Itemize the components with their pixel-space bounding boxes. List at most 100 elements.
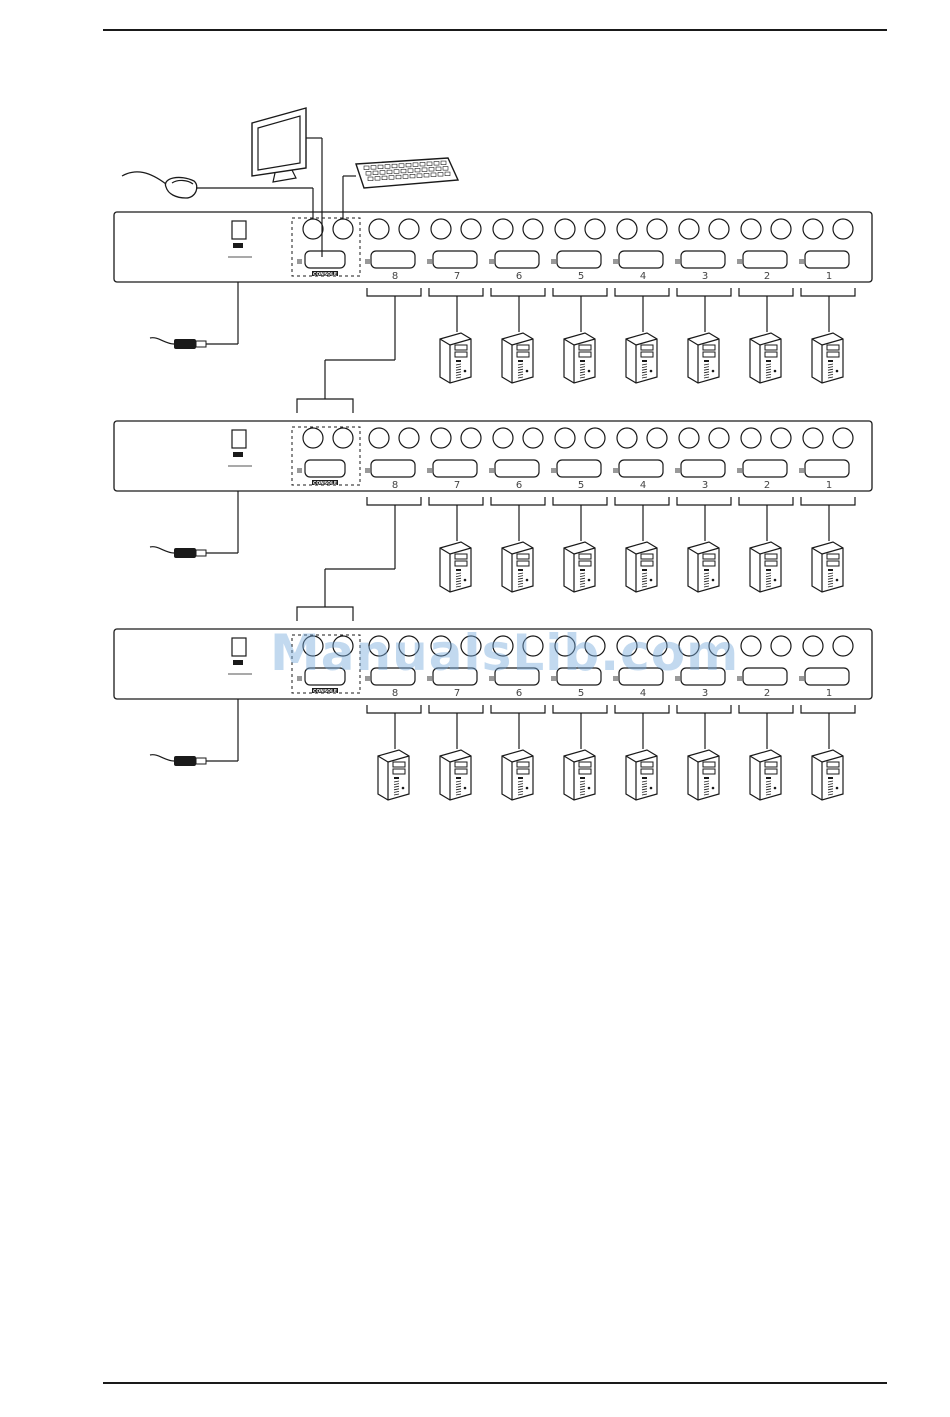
port-number: 5 bbox=[578, 271, 584, 282]
port-marker bbox=[551, 468, 556, 473]
computer-5-bottom bbox=[564, 750, 595, 800]
power-jack bbox=[232, 638, 246, 656]
port-cable-bracket bbox=[739, 288, 793, 296]
ps2-keyboard-port bbox=[771, 219, 791, 239]
ps2-mouse-port bbox=[369, 219, 389, 239]
port-cable-bracket bbox=[615, 705, 669, 713]
port-number: 2 bbox=[764, 480, 770, 491]
port-marker bbox=[427, 468, 432, 473]
ps2-keyboard-port bbox=[647, 219, 667, 239]
power-plug bbox=[174, 339, 196, 349]
power-led bbox=[712, 579, 715, 582]
monitor-icon bbox=[252, 108, 306, 182]
port-cable-bracket bbox=[553, 288, 607, 296]
vga-port bbox=[681, 251, 725, 268]
power-cord bbox=[150, 547, 174, 553]
port-cable-bracket bbox=[615, 288, 669, 296]
port-marker bbox=[737, 259, 742, 264]
computer-7-middle bbox=[440, 542, 471, 592]
computer-6-top bbox=[502, 333, 533, 383]
power-plug bbox=[174, 756, 196, 766]
port-number: 5 bbox=[578, 688, 584, 699]
power-led bbox=[402, 787, 405, 790]
power-plug-tip bbox=[196, 758, 206, 764]
power-led bbox=[712, 370, 715, 373]
console-vga-port bbox=[305, 460, 345, 477]
ps2-mouse-port bbox=[741, 428, 761, 448]
vga-port bbox=[495, 251, 539, 268]
vga-port bbox=[805, 460, 849, 477]
power-plug-tip bbox=[196, 341, 206, 347]
port-number: 1 bbox=[826, 480, 832, 491]
console-label: CONSOLE bbox=[313, 272, 337, 278]
port-marker bbox=[365, 468, 370, 473]
computer-5-top bbox=[564, 333, 595, 383]
ps2-keyboard-port bbox=[461, 219, 481, 239]
cascade-bracket bbox=[297, 399, 353, 413]
drive-slot bbox=[456, 569, 461, 571]
ps2-keyboard-port bbox=[523, 428, 543, 448]
computer-1-middle bbox=[812, 542, 843, 592]
port-number: 2 bbox=[764, 688, 770, 699]
drive-slot bbox=[456, 360, 461, 362]
computer-4-middle bbox=[626, 542, 657, 592]
ps2-keyboard-port bbox=[585, 219, 605, 239]
ps2-mouse-port bbox=[493, 219, 513, 239]
port-marker bbox=[675, 468, 680, 473]
computer-4-top bbox=[626, 333, 657, 383]
port-marker bbox=[427, 259, 432, 264]
ps2-mouse-port bbox=[555, 428, 575, 448]
computer-5-middle bbox=[564, 542, 595, 592]
drive-slot bbox=[766, 777, 771, 779]
port-cable-bracket bbox=[429, 497, 483, 505]
ps2-mouse-port bbox=[803, 428, 823, 448]
vga-port bbox=[619, 251, 663, 268]
power-led bbox=[588, 787, 591, 790]
port-cable-bracket bbox=[739, 497, 793, 505]
ps2-mouse-port bbox=[803, 219, 823, 239]
port-number: 4 bbox=[640, 688, 646, 699]
vga-port bbox=[743, 460, 787, 477]
port-cable-bracket bbox=[801, 288, 855, 296]
port-marker bbox=[551, 259, 556, 264]
port-cable-bracket bbox=[429, 705, 483, 713]
vga-port bbox=[805, 251, 849, 268]
usb-power-icon bbox=[233, 452, 243, 457]
computer-2-top bbox=[750, 333, 781, 383]
computer-2-bottom bbox=[750, 750, 781, 800]
port-cable-bracket bbox=[491, 497, 545, 505]
drive-slot bbox=[580, 777, 585, 779]
mouse-icon bbox=[122, 172, 197, 198]
mouse-cord bbox=[122, 172, 166, 184]
console-mouse-port bbox=[303, 428, 323, 448]
power-plug-tip bbox=[196, 550, 206, 556]
vga-port bbox=[743, 251, 787, 268]
ps2-mouse-port bbox=[617, 428, 637, 448]
port-cable-bracket bbox=[615, 497, 669, 505]
vga-port bbox=[433, 251, 477, 268]
port-cable-bracket bbox=[801, 497, 855, 505]
power-cord bbox=[150, 755, 174, 761]
port-marker bbox=[489, 259, 494, 264]
kvm-unit-top: CONSOLE87654321 bbox=[114, 212, 872, 349]
port-number: 6 bbox=[516, 271, 522, 282]
drive-slot bbox=[642, 777, 647, 779]
port-marker bbox=[613, 259, 618, 264]
ps2-mouse-port bbox=[369, 428, 389, 448]
port-number: 5 bbox=[578, 480, 584, 491]
console-port-marker bbox=[297, 468, 302, 473]
port-cable-bracket bbox=[677, 497, 731, 505]
power-led bbox=[588, 370, 591, 373]
ps2-keyboard-port bbox=[399, 428, 419, 448]
port-number: 6 bbox=[516, 480, 522, 491]
computer-6-bottom bbox=[502, 750, 533, 800]
ps2-mouse-port bbox=[617, 219, 637, 239]
drive-slot bbox=[580, 360, 585, 362]
drive-slot bbox=[518, 569, 523, 571]
port-number: 1 bbox=[826, 688, 832, 699]
ps2-mouse-port bbox=[679, 219, 699, 239]
port-number: 7 bbox=[454, 480, 460, 491]
port-number: 3 bbox=[702, 688, 708, 699]
power-led bbox=[464, 370, 467, 373]
drive-slot bbox=[518, 777, 523, 779]
